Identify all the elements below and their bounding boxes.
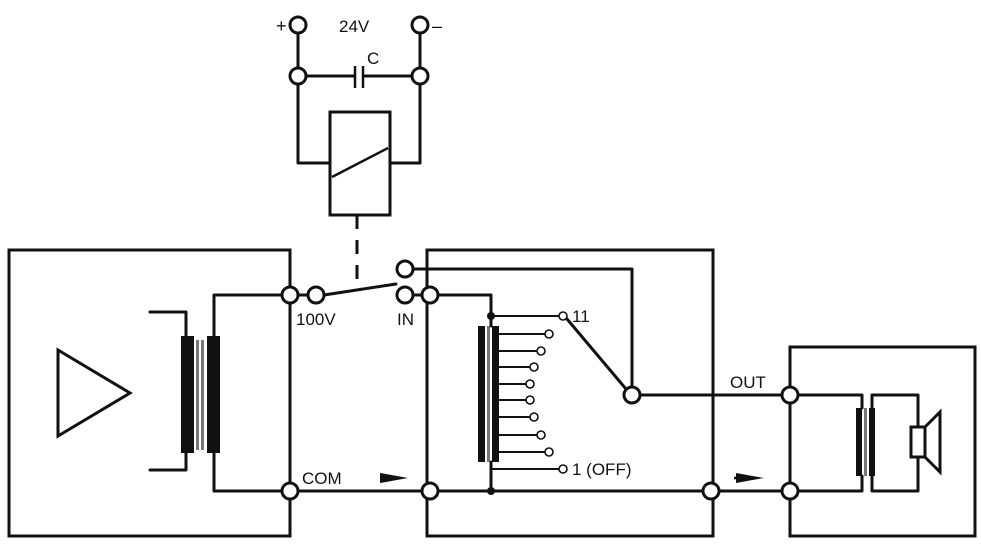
amp-com-terminal[interactable]: [280, 481, 300, 501]
relay-switch: [296, 259, 634, 389]
output-label: OUT: [730, 373, 766, 392]
speaker-magnet: [909, 425, 927, 459]
supply-minus-terminal[interactable]: [410, 15, 430, 35]
capacitor-left-terminal[interactable]: [288, 66, 308, 86]
switch-common-terminal[interactable]: [306, 285, 326, 305]
capacitor-right-terminal[interactable]: [410, 66, 430, 86]
tap-bottom-label: 1 (OFF): [572, 460, 632, 479]
speaker-icon: [923, 408, 942, 476]
tap-contact[interactable]: [529, 362, 539, 372]
common-label: COM: [302, 469, 342, 488]
tap-contact-1-off[interactable]: [558, 464, 568, 474]
speaker-enclosure: [788, 345, 977, 538]
attenuator-out-com-terminal[interactable]: [701, 481, 721, 501]
relay-in-label: IN: [397, 310, 414, 329]
supply-voltage-label: 24V: [339, 17, 370, 36]
switch-in-contact[interactable]: [395, 285, 415, 305]
amplifier-output-transformer: [148, 293, 292, 493]
wiper-pivot[interactable]: [622, 385, 642, 405]
supply-plus-terminal[interactable]: [288, 15, 308, 35]
amp-100v-terminal[interactable]: [280, 285, 300, 305]
supply-minus-label: –: [432, 16, 442, 36]
speaker-com-terminal[interactable]: [780, 481, 800, 501]
attenuator-enclosure: [425, 248, 715, 538]
amplifier-block: [7, 248, 292, 538]
tap-wiper[interactable]: [565, 317, 628, 391]
attenuator-com-terminal[interactable]: [420, 481, 440, 501]
tap-contact[interactable]: [525, 379, 535, 389]
common-line: [296, 473, 784, 493]
input-100v-label: 100V: [296, 310, 336, 329]
capacitor: C: [304, 49, 414, 88]
relay-coil: [328, 110, 392, 217]
tap-contact[interactable]: [544, 447, 554, 457]
amplifier-icon: [56, 347, 133, 439]
tap-contact[interactable]: [544, 329, 554, 339]
switch-bypass-contact[interactable]: [395, 259, 415, 279]
tap-contact[interactable]: [525, 395, 535, 405]
speaker-out-terminal[interactable]: [780, 385, 800, 405]
relay-supply: + – 24V C: [276, 15, 442, 291]
attenuator-block: 11 1 (OFF): [296, 248, 715, 538]
attenuator-in-terminal[interactable]: [420, 285, 440, 305]
tap-selector: 11 1 (OFF): [491, 307, 642, 479]
speaker-block: [788, 345, 977, 538]
tap-top-label: 11: [572, 307, 590, 326]
tap-contact[interactable]: [529, 412, 539, 422]
tap-contact[interactable]: [536, 346, 546, 356]
amplifier-enclosure: [7, 248, 292, 538]
capacitor-label: C: [367, 49, 379, 68]
tap-contact[interactable]: [536, 430, 546, 440]
tap-contact-11[interactable]: [558, 311, 568, 321]
supply-plus-label: +: [276, 16, 287, 36]
attenuator-autotransformer: [436, 293, 499, 495]
